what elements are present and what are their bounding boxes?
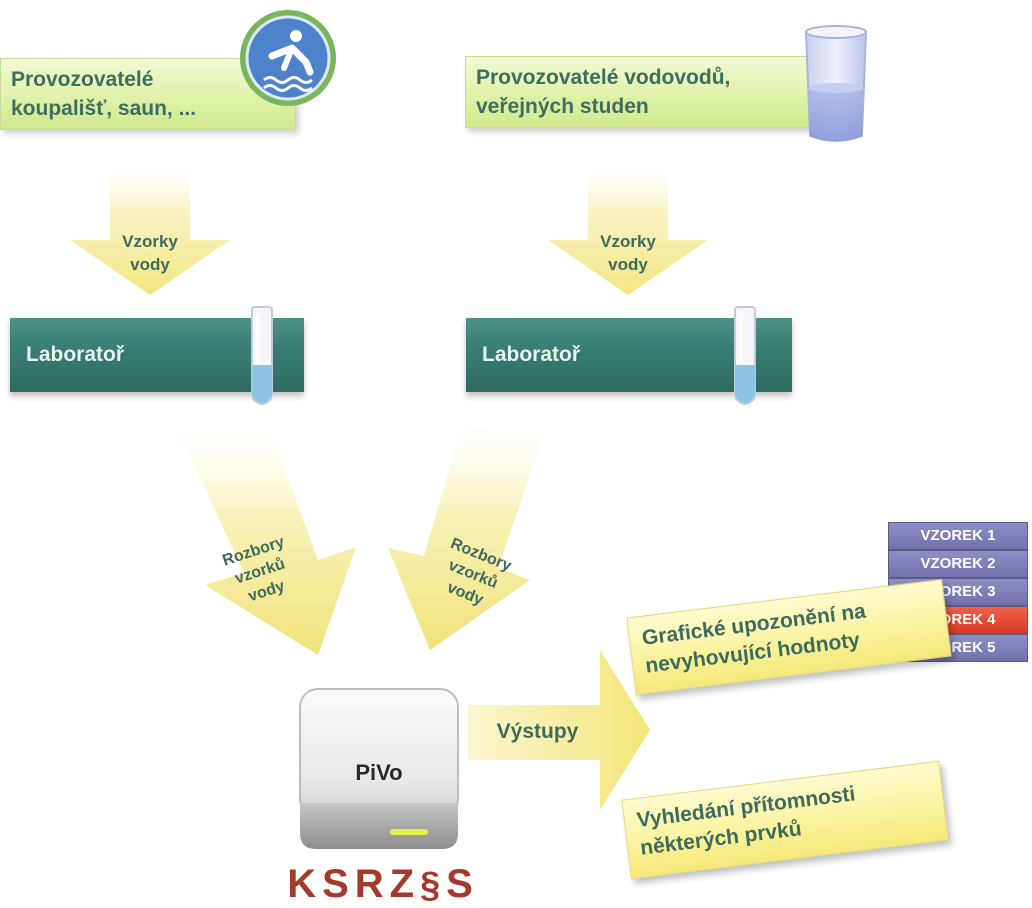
source-water-line1: Provozovatelé vodovodů, xyxy=(476,66,731,89)
samples-left-text: Vzorky vody xyxy=(100,230,200,276)
water-glass-icon xyxy=(800,22,872,150)
lab-right-label: Laboratoř xyxy=(482,343,581,366)
samples-right-line1: Vzorky xyxy=(600,232,656,251)
source-water-label: Provozovatelé vodovodů, veřejných studen xyxy=(465,56,810,128)
pivo-server-icon xyxy=(294,683,464,858)
arrow-analysis-right xyxy=(388,425,545,650)
test-tube-icon xyxy=(730,305,760,413)
test-tube-icon xyxy=(247,305,277,413)
samples-right-text: Vzorky vody xyxy=(578,230,678,276)
sample-item-2: VZOREK 2 xyxy=(888,550,1028,578)
source-pools-line2: koupališť, saun, ... xyxy=(11,97,197,120)
samples-left-line2: vody xyxy=(130,255,170,274)
source-pools-line1: Provozovatelé xyxy=(11,68,154,91)
lab-left-label: Laboratoř xyxy=(26,343,125,366)
outputs-text: Výstupy xyxy=(496,720,579,743)
arrow-analysis-left xyxy=(178,430,356,655)
pivo-label: PiVo xyxy=(355,760,403,785)
samples-right-line2: vody xyxy=(608,255,648,274)
ksrzis-logo: KSRZ§S xyxy=(287,862,479,906)
samples-left-line1: Vzorky xyxy=(122,232,178,251)
sample-item-1: VZOREK 1 xyxy=(888,522,1028,550)
source-water-line2: veřejných studen xyxy=(476,95,649,118)
arrow-outputs xyxy=(468,650,650,810)
swimmer-icon xyxy=(236,6,340,110)
arrow-samples-right xyxy=(548,165,708,295)
arrow-samples-left xyxy=(70,165,230,295)
